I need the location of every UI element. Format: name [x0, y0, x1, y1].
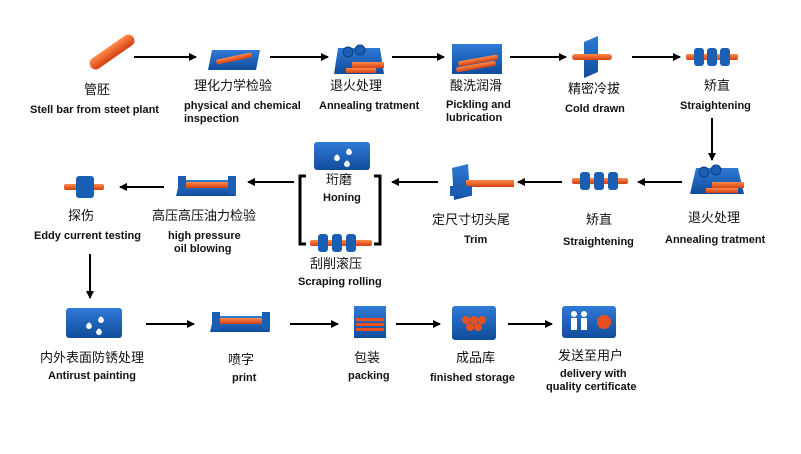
pickling-icon — [452, 44, 502, 74]
step-18-en2: quality certificate — [546, 381, 637, 393]
step-13-en: Eddy current testing — [34, 230, 141, 242]
step-2-en2: inspection — [184, 113, 240, 125]
step-15-en: print — [232, 372, 257, 384]
trim-icon — [450, 164, 514, 200]
antirust-icon — [66, 308, 122, 338]
inspection-icon — [208, 50, 260, 70]
step-10-zh: 珩磨 — [326, 173, 353, 188]
step-11-zh: 刮削滚压 — [310, 257, 363, 272]
step-5-en: Cold drawn — [565, 103, 625, 115]
step-1-zh: 管胚 — [84, 83, 111, 98]
step-13-zh: 探伤 — [68, 209, 95, 224]
step-9-en: Trim — [464, 234, 488, 246]
honing-icon — [314, 142, 370, 170]
step-17-en: finished storage — [430, 372, 515, 384]
step-6-en: Straightening — [680, 100, 751, 112]
step-10-en: Honing — [323, 192, 361, 204]
step-18-en1: delivery with — [560, 368, 627, 380]
annealing-icon — [690, 164, 744, 194]
step-9-zh: 定尺寸切头尾 — [432, 213, 511, 228]
step-7-zh: 退火处理 — [688, 211, 741, 226]
straightening-icon — [572, 172, 628, 190]
step-1-en: Stell bar from steet plant — [30, 104, 159, 116]
step-8-en: Straightening — [563, 236, 634, 248]
eddy-current-icon — [64, 176, 104, 198]
print-icon — [210, 312, 270, 332]
step-15-zh: 喷字 — [228, 353, 255, 368]
step-4-en2: lubrication — [446, 112, 503, 124]
step-12-en2: oil blowing — [174, 243, 232, 255]
step-14-zh: 内外表面防锈处理 — [40, 351, 145, 366]
step-3-en: Annealing tratment — [319, 100, 420, 112]
step-17-zh: 成品库 — [456, 351, 496, 366]
step-8-zh: 矫直 — [586, 213, 613, 228]
cold-drawn-icon — [572, 36, 612, 78]
step-14-en: Antirust painting — [48, 370, 136, 382]
straightening-icon — [686, 48, 738, 66]
step-2-zh: 理化力学检验 — [194, 79, 273, 94]
oil-blowing-icon — [176, 176, 236, 196]
step-7-en: Annealing tratment — [665, 234, 766, 246]
step-3-zh: 退火处理 — [330, 79, 383, 94]
scraping-rolling-icon — [310, 234, 372, 252]
step-4-en1: Pickling and — [446, 99, 511, 111]
step-18-zh: 发送至用户 — [558, 349, 624, 364]
steel-bar-icon — [89, 34, 135, 70]
bracket — [298, 174, 382, 246]
step-12-zh: 高压高压油力检验 — [152, 209, 257, 224]
step-12-en1: high pressure — [168, 230, 241, 242]
step-16-en: packing — [348, 370, 390, 382]
step-5-zh: 精密冷拔 — [568, 82, 621, 97]
step-6-zh: 矫直 — [704, 79, 731, 94]
step-2-en1: physical and chemical — [184, 100, 301, 112]
delivery-icon — [562, 306, 616, 338]
storage-icon — [452, 306, 496, 340]
step-4-zh: 酸洗润滑 — [450, 79, 503, 94]
packing-icon — [354, 306, 386, 338]
annealing-icon — [334, 44, 384, 74]
step-11-en: Scraping rolling — [298, 276, 382, 288]
step-16-zh: 包装 — [354, 351, 381, 366]
